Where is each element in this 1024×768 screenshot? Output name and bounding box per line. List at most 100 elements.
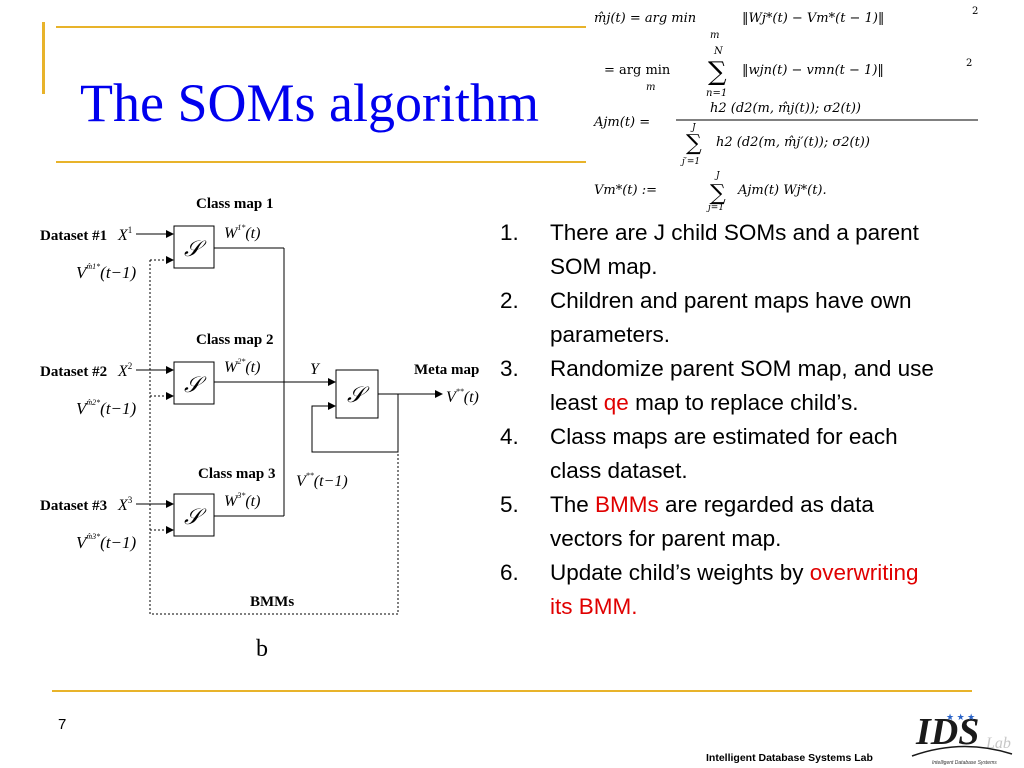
formula-1-rhs: ‖Wj*(t) − Vm*(t − 1)‖	[742, 11, 884, 26]
x1-label: X1	[117, 225, 132, 244]
w1-arg: (t)	[245, 225, 260, 242]
x3-sup: 3	[128, 495, 133, 505]
w2-sup: 2*	[237, 357, 245, 366]
x1-base: X	[117, 227, 129, 244]
list-item-number: 5.	[500, 492, 519, 517]
formula-3-den-bot: j′=1	[680, 157, 700, 167]
x1-sup: 1	[128, 225, 133, 235]
list-item-text: map to replace child’s.	[628, 390, 859, 415]
title-underline-rule	[56, 161, 586, 163]
list-item-text: Children and parent maps have own parame…	[550, 288, 912, 347]
feedback-loop	[311, 394, 399, 453]
formula-4-lhs: Vm*(t) :=	[594, 183, 657, 198]
w3-base: W	[224, 493, 239, 510]
class-map-2-label: Class map 2	[196, 332, 274, 348]
x3-base: X	[117, 497, 129, 514]
w3-sup: 3*	[236, 491, 245, 500]
formula-4: Vm*(t) := ∑ J j=1 Ajm(t) Wj*(t).	[594, 171, 827, 212]
formula-2-sub: m	[646, 82, 655, 93]
y-label: Y	[310, 361, 321, 378]
vfb-base: V	[296, 473, 308, 490]
ids-lab-logo: IDS Lab ★ ★ ★ Intelligent Database Syste…	[911, 711, 1013, 766]
bmms-label: BMMs	[250, 594, 294, 610]
meta-map-label: Meta map	[414, 362, 479, 378]
v2-label: Vm̂2*(t−1)	[76, 398, 137, 418]
formula-3-num: h2 (d2(m, m̂j(t)); σ2(t))	[710, 101, 861, 116]
w2-arg: (t)	[245, 359, 260, 376]
list-item-highlight: BMMs	[595, 492, 659, 517]
list-item: 6.Update child’s weights by overwriting …	[496, 556, 946, 624]
logo-tagline: Intelligent Database Systems	[932, 760, 997, 766]
list-item-text: There are J child SOMs and a parent SOM …	[550, 220, 919, 279]
w1-sup: 1*	[237, 223, 245, 232]
vout-base: V	[446, 389, 458, 406]
formula-1-lhs: m̂j(t) = arg min	[594, 11, 696, 26]
list-item-text: are regarded as data vectors for parent …	[550, 492, 874, 551]
som-glyph-1: 𝒮	[184, 236, 207, 261]
formula-2-sum: ∑	[708, 57, 727, 87]
soms-architecture-diagram: 𝒮 𝒮 𝒮 𝒮 Class map 1 Class map 2 Class ma…	[40, 196, 479, 662]
top-accent-rule	[56, 26, 586, 28]
v3-base: V	[76, 533, 89, 552]
v3-arg: (t−1)	[100, 533, 136, 552]
list-item-number: 4.	[500, 424, 519, 449]
list-item: 2.Children and parent maps have own para…	[496, 284, 946, 352]
vfb-sup: **	[306, 471, 314, 480]
class-map-1-label: Class map 1	[196, 196, 274, 212]
formula-4-sum: ∑	[710, 181, 726, 206]
formula-3-sum: ∑	[686, 131, 702, 156]
vout-arg: (t)	[464, 389, 479, 406]
som-box-1	[173, 225, 215, 269]
diagram-caption: b	[256, 636, 268, 662]
footer-rule	[52, 690, 972, 692]
list-item: 5. The BMMs are regarded as data vectors …	[496, 488, 946, 556]
formula-3-den: h2 (d2(m, m̂j′(t)); σ2(t))	[716, 135, 870, 150]
v3-label: Vm̂3*(t−1)	[76, 532, 137, 552]
list-item-text: Update child’s weights by	[550, 560, 810, 585]
list-item-text: The	[550, 492, 596, 517]
som-glyph-3: 𝒮	[184, 504, 207, 529]
formula-4-sum-bot: j=1	[706, 203, 724, 212]
som-box-3	[173, 493, 215, 537]
v1-label: Vm̂1*(t−1)	[76, 262, 137, 282]
list-item: 1. There are J child SOMs and a parent SO…	[496, 216, 946, 284]
formula-1-exp: 2	[972, 6, 978, 17]
list-item-number: 3.	[500, 356, 519, 381]
x2-label: X2	[117, 361, 132, 380]
vertical-accent-rule	[42, 22, 45, 94]
v3-sup: m̂3*	[86, 532, 100, 541]
v1-sup: m̂1*	[86, 262, 100, 271]
slide-title: The SOMs algorithm	[80, 73, 539, 133]
formula-2-sum-top: N	[713, 46, 724, 57]
som-box-2	[173, 361, 215, 405]
x2-sup: 2	[128, 361, 133, 371]
w3-arg: (t)	[245, 493, 260, 510]
vfb-arg: (t−1)	[314, 473, 348, 490]
list-item-text: Class maps are estimated for each class …	[550, 424, 898, 483]
formula-1: m̂j(t) = arg min m ‖Wj*(t) − Vm*(t − 1)‖…	[594, 6, 978, 41]
w1-label: W1*(t)	[224, 223, 260, 242]
formula-4-rhs: Ajm(t) Wj*(t).	[737, 183, 827, 198]
footer-lab-name: Intelligent Database Systems Lab	[706, 752, 873, 764]
formula-3: Ajm(t) = h2 (d2(m, m̂j(t)); σ2(t)) ∑ J j…	[593, 101, 978, 167]
som-glyph-2: 𝒮	[184, 372, 207, 397]
dataset-3-label: Dataset #3	[40, 498, 107, 514]
x2-base: X	[117, 363, 129, 380]
v2-arg: (t−1)	[100, 399, 136, 418]
dataset-2-label: Dataset #2	[40, 364, 107, 380]
v1-base: V	[76, 263, 89, 282]
som-glyph-meta: 𝒮	[347, 382, 370, 407]
formula-2-sum-bot: n=1	[706, 88, 727, 99]
formula-2-rhs: ‖wjn(t) − vmn(t − 1)‖	[742, 63, 884, 78]
vout-label: V**(t)	[446, 387, 479, 406]
v2-sup: m̂2*	[86, 398, 100, 407]
page-number: 7	[58, 716, 67, 733]
vout-sup: **	[456, 387, 464, 396]
list-item-number: 6.	[500, 560, 519, 585]
list-item: 4. Class maps are estimated for each clas…	[496, 420, 946, 488]
list-item-number: 1.	[500, 220, 519, 245]
list-item-highlight: qe	[603, 390, 629, 415]
w3-label: W3*(t)	[224, 491, 260, 510]
list-item-text: Randomize parent SOM map, and use least	[550, 356, 934, 415]
